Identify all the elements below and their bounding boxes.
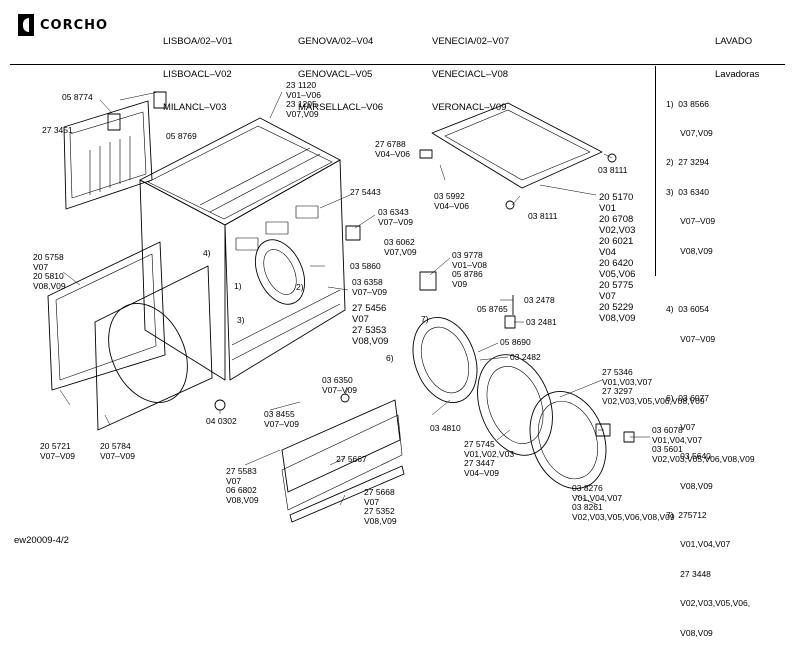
model-list-2: GENOVA/02–V04 GENOVACL–V05 MARSELLACL–V0… [298,14,383,124]
part-label-275456: 27 5456 V07 27 5353 V08,V09 [352,303,389,347]
legend-line [666,276,750,286]
part-label-036062: 03 6062 V07,V09 [384,237,417,257]
kickplate [281,399,405,523]
callout-6: 6) [386,353,394,363]
cabinet-body [139,117,346,381]
part-label-205170: 20 5170 V01 20 6708 V02,V03 20 6021 V04 … [599,192,636,324]
model-lisboacl: LISBOACL–V02 [163,69,232,80]
header-divider [10,64,785,65]
legend-line [666,364,750,374]
model-lisboa: LISBOA/02–V01 [163,36,233,47]
model-list-1: LISBOA/02–V01 LISBOACL–V02 MILANCL–V03 [163,14,233,124]
model-veronacl: VERONACL–V09 [432,102,507,113]
legend-line: V02,V03,V05,V06, [666,598,751,609]
callout-3: 3) [237,315,245,325]
part-label-275667: 27 5667 [336,454,367,464]
callout-1: 1) [234,281,242,291]
part-label-032481: 03 2481 [526,317,557,327]
part-label-039778: 03 9778 V01–V08 05 8786 V09 [452,250,487,289]
part-label-040302: 04 0302 [206,416,237,426]
legend-line: V07–V09 [666,333,716,344]
part-label-273451: 27 3451 [42,125,73,135]
part-label-036343: 03 6343 V07–V09 [378,207,413,227]
part-label-038455: 03 8455 V07–V09 [264,409,299,429]
legend-line: 1) 03 8566 [666,98,710,109]
callout-7: 7) [421,314,429,324]
model-marsellacl: MARSELLACL–V06 [298,102,384,113]
legend-line: V08,V09 [666,480,713,491]
callout-4: 4) [203,248,211,258]
part-label-036078: 03 6078 V01,V04,V07 03 5601 V02,V03,V05,… [652,425,755,464]
part-label-276788: 27 6788 V04–V06 [375,139,410,159]
part-label-038111-b: 03 8111 [528,211,558,221]
part-label-205721: 20 5721 V07–V09 [40,441,75,461]
legend-line: 03 5640 [666,451,711,462]
part-label-058774: 05 8774 [62,92,93,102]
door-assembly [412,316,635,490]
part-label-058765: 05 8765 [477,304,508,314]
legend-divider [655,66,656,276]
leader-lines [59,91,650,506]
model-veneciacl: VENECIACL–V08 [432,69,509,80]
callout-2: 2) [296,282,304,292]
brand-logo: CORCHO [18,14,108,36]
part-label-032478: 03 2478 [524,295,555,305]
part-label-038111-a: 03 8111 [598,165,628,175]
exploded-parts-drawing [47,91,650,523]
model-list-3: VENECIA/02–V07 VENECIACL–V08 VERONACL–V0… [432,14,509,124]
category-block: LAVADO Lavadoras [715,14,759,91]
part-label-275346: 27 5346 V01,V03,V07 27 3297 V02,V03,V05,… [602,367,705,406]
part-label-035992: 03 5992 V04–V06 [434,191,469,211]
legend-line: V07–V09 [666,216,716,227]
part-label-275668: 27 5668 V07 27 5352 V08,V09 [364,487,397,526]
model-genova: GENOVA/02–V04 [298,36,374,47]
part-label-275745: 27 5745 V01,V02,V03 27 3447 V04–V09 [464,439,515,478]
model-milancl: MILANCL–V03 [163,102,227,113]
part-label-034810: 03 4810 [430,423,461,433]
legend-line: V08,V09 [666,245,713,256]
brand-name: CORCHO [40,17,109,33]
legend-line: 4) 03 6054 [666,304,710,315]
part-label-275583: 27 5583 V07 06 6802 V08,V09 [226,466,259,505]
legend-line: 6) 03 6077 [666,392,710,403]
part-label-032482: 03 2482 [510,352,541,362]
part-label-038276: 03 8276 V01,V04,V07 03 8261 V02,V03,V05,… [572,483,675,522]
legend-line: 3) 03 6340 [666,186,710,197]
part-label-275443: 27 5443 [350,187,381,197]
legend-line: V01,V04,V07 [666,539,731,550]
legend-line: V07 [666,421,696,432]
front-panels [47,241,213,431]
legend-line: V07,V09 [666,127,713,138]
category-title: LAVADO [715,36,753,47]
small-parts [214,149,617,411]
top-lid [431,102,603,189]
rear-panel [63,91,167,210]
part-label-058690: 05 8690 [500,337,531,347]
corcho-logo-mark [18,14,34,36]
part-label-205758: 20 5758 V07 20 5810 V08,V09 [33,252,66,291]
drawing-code: ew20009-4/2 [14,535,69,546]
part-label-036350: 03 6350 V07–V09 [322,375,357,395]
part-label-205784: 20 5784 V07–V09 [100,441,135,461]
part-label-231120: 23 1120 V01–V06 23 1205 V07,V09 [286,80,321,119]
legend-line: 27 3448 [666,568,711,579]
part-label-058769: 05 8769 [166,131,197,141]
legend-line: V08,V09 [666,627,713,638]
part-label-036358: 03 6358 V07–V09 [352,277,387,297]
part-label-035860: 03 5860 [350,261,381,271]
model-genovacl: GENOVACL–V05 [298,69,373,80]
footnote-legend: 1) 03 8566 V07,V09 2) 27 3294 3) 03 6340… [666,80,750,648]
legend-line: 2) 27 3294 [666,157,710,168]
model-venecia: VENECIA/02–V07 [432,36,510,47]
category-subtitle: Lavadoras [715,69,760,80]
legend-line: 7) 275712 [666,510,707,521]
